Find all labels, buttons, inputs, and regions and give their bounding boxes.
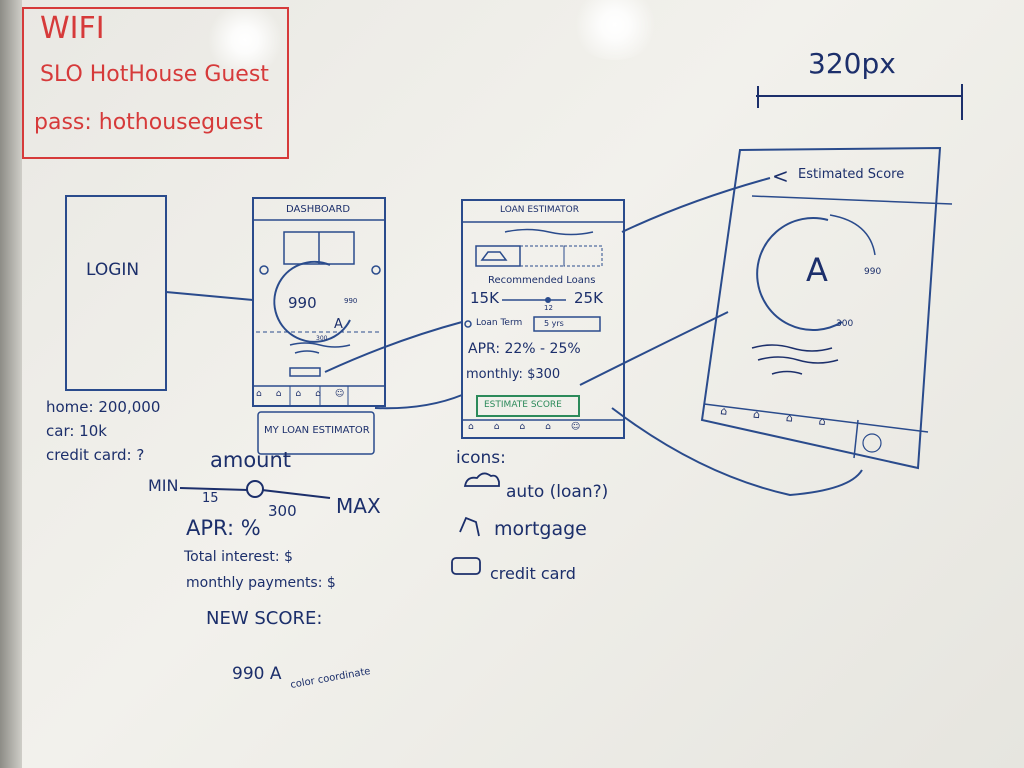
- icon-credit-card-label: credit card: [490, 564, 576, 583]
- dashboard-score: 990: [288, 294, 317, 312]
- login-label: LOGIN: [86, 260, 140, 280]
- estimated-score-max: 990: [864, 267, 882, 277]
- light-glare: [205, 5, 285, 75]
- estimated-score-min: 300: [836, 319, 854, 329]
- loan-estimator-title: LOAN ESTIMATOR: [500, 205, 579, 215]
- amount-tick-low: 15: [202, 491, 219, 506]
- width-annotation: 320px: [808, 47, 896, 80]
- house-icon: [458, 516, 482, 536]
- wifi-title: WIFI: [40, 11, 105, 46]
- amount-title: amount: [210, 448, 292, 472]
- icon-mortgage-label: mortgage: [494, 518, 587, 540]
- estimated-score-title: Estimated Score: [798, 167, 905, 182]
- wifi-password: pass: hothouseguest: [34, 110, 263, 135]
- loan-term-label: Loan Term: [476, 318, 523, 328]
- input-car: car: 10k: [46, 422, 107, 440]
- loan-nav-bar: ⌂⌂⌂⌂☺: [468, 422, 601, 432]
- car-icon: [462, 474, 502, 488]
- input-credit-card: credit card: ?: [46, 446, 145, 464]
- dashboard-title: DASHBOARD: [286, 204, 351, 215]
- whiteboard-frame: [0, 0, 22, 768]
- icon-auto-label: auto (loan?): [506, 482, 609, 502]
- loan-term-select[interactable]: 5 yrs: [544, 319, 564, 328]
- estimated-grade: A: [806, 251, 828, 289]
- loan-apr: APR: 22% - 25%: [468, 341, 581, 357]
- range-mid: 12: [544, 304, 553, 312]
- estimate-score-button[interactable]: ESTIMATE SCORE: [484, 400, 562, 410]
- dashboard-score-min: 300: [316, 335, 328, 342]
- credit-card-icon: [452, 558, 480, 574]
- amount-max: MAX: [336, 494, 381, 518]
- recommended-loans-label: Recommended Loans: [488, 275, 596, 286]
- amount-min: MIN: [148, 476, 179, 495]
- dashboard-nav-bar: ⌂⌂⌂⌂☺: [256, 389, 359, 399]
- range-low: 15K: [470, 289, 499, 307]
- amount-tick-high: 300: [268, 502, 297, 520]
- note-score: 990 A: [232, 664, 282, 684]
- loan-monthly: monthly: $300: [466, 367, 561, 382]
- range-high: 25K: [574, 289, 603, 307]
- icons-title: icons:: [456, 448, 506, 468]
- note-apr: APR: %: [186, 516, 261, 540]
- note-new-score: NEW SCORE:: [206, 608, 323, 629]
- input-home: home: 200,000: [46, 398, 161, 416]
- light-glare: [570, 0, 660, 60]
- my-loan-estimator-button[interactable]: MY LOAN ESTIMATOR: [264, 425, 370, 436]
- note-monthly-payments: monthly payments: $: [186, 575, 336, 591]
- note-total-interest: Total interest: $: [184, 549, 293, 565]
- back-icon[interactable]: <: [772, 164, 789, 188]
- wifi-network: SLO HotHouse Guest: [40, 62, 269, 87]
- dashboard-grade: A: [334, 317, 343, 332]
- dashboard-score-max: 990: [344, 297, 358, 305]
